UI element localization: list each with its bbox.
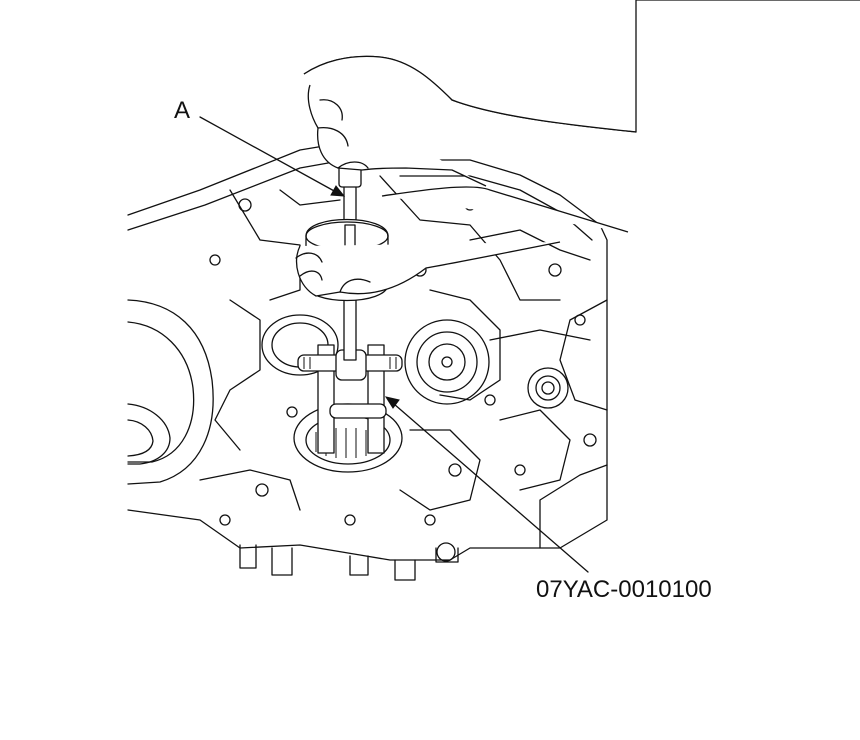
leader-line-tool [384,396,589,573]
callout-label-a: A [174,97,191,124]
transmission-housing [127,139,608,581]
technician-hands [295,0,860,297]
leader-line-a [199,116,346,197]
bearing-puller-tool [297,344,403,454]
callout-label-special-tool: 07YAC-0010100 [536,576,712,603]
